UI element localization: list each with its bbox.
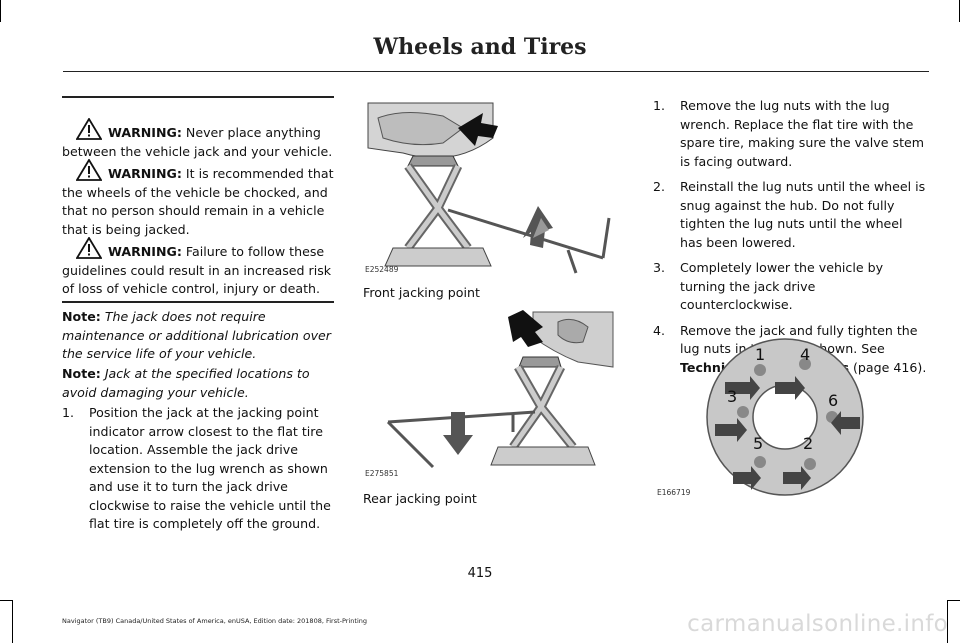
- step-text: Reinstall the lug nuts until the wheel i…: [680, 179, 926, 250]
- note-1: Note: The jack does not require maintena…: [62, 308, 336, 364]
- crop-mark: [12, 600, 13, 643]
- step-item: 1. Position the jack at the jacking point…: [62, 404, 338, 534]
- wheel-hub-illustration: 1 4 3 6 5 2: [706, 338, 864, 496]
- step-number: 4.: [653, 322, 666, 338]
- front-jacking-figure: E252489: [363, 98, 613, 278]
- crop-mark: [0, 0, 1, 22]
- lug-number: 3: [727, 387, 737, 406]
- warning-text: It is recommended that the wheels of the…: [62, 166, 334, 237]
- note-text: Jack at the specified locations to avoid…: [62, 366, 310, 400]
- page-title: Wheels and Tires: [373, 34, 587, 60]
- warning-label: WARNING:: [108, 244, 182, 259]
- warning-label: WARNING:: [108, 125, 182, 140]
- step-number: 3.: [653, 260, 666, 275]
- lug-number: 5: [753, 434, 763, 453]
- step-text: Remove the lug nuts with the lug wrench.…: [680, 98, 925, 169]
- step-number: 2.: [653, 179, 666, 194]
- note-2: Note: Jack at the specified locations to…: [62, 365, 336, 402]
- lug-nut-order-figure: 1 4 3 6 5 2 E166719: [655, 332, 870, 502]
- figure-code: E166719: [657, 488, 691, 497]
- step-text: (page 416).: [849, 359, 927, 375]
- crop-mark: [947, 600, 948, 643]
- warning-triangle-icon: [76, 237, 102, 259]
- lug-number: 1: [755, 345, 765, 364]
- rear-jack-illustration: [386, 310, 614, 469]
- warning-text: Failure to follow these guidelines could…: [62, 244, 332, 296]
- crop-mark: [0, 600, 12, 601]
- lug-number: 4: [800, 345, 810, 364]
- page-number: 415: [467, 566, 493, 581]
- front-figure-caption: Front jacking point: [363, 285, 480, 300]
- watermark: carmanualsonline.info: [687, 611, 948, 637]
- left-steps: 1. Position the jack at the jacking point…: [62, 404, 338, 541]
- step-number: 1.: [62, 405, 75, 420]
- rear-jacking-figure: E275851: [363, 307, 615, 482]
- note-text: The jack does not require maintenance or…: [62, 309, 331, 361]
- note-label: Note:: [62, 366, 101, 381]
- warning-2: WARNING: It is recommended that the whee…: [62, 159, 334, 239]
- warning-box: WARNING: Never place anything between th…: [62, 96, 334, 303]
- front-jack-illustration: [367, 102, 611, 274]
- lug-number: 2: [803, 434, 813, 453]
- header-rule: [63, 71, 929, 72]
- warning-triangle-icon: [76, 159, 102, 181]
- rear-figure-caption: Rear jacking point: [363, 491, 477, 506]
- figure-code: E252489: [365, 265, 399, 274]
- step-text: Completely lower the vehicle by turning …: [680, 260, 884, 312]
- figure-code: E275851: [365, 469, 399, 478]
- note-label: Note:: [62, 309, 101, 324]
- warning-triangle-icon: [76, 118, 102, 140]
- right-steps: 1. Remove the lug nuts with the lug wrenc…: [653, 97, 928, 384]
- step-item: 2. Reinstall the lug nuts until the wheel…: [653, 178, 928, 252]
- step-number: 1.: [653, 98, 666, 113]
- footer-text: Navigator (TB9) Canada/United States of …: [62, 617, 367, 625]
- warning-text: Never place anything between the vehicle…: [62, 125, 333, 159]
- step-text: Position the jack at the jacking point i…: [89, 405, 331, 531]
- warning-3: WARNING: Failure to follow these guideli…: [62, 237, 334, 299]
- warning-label: WARNING:: [108, 166, 182, 181]
- crop-mark: [947, 600, 960, 601]
- step-item: 1. Remove the lug nuts with the lug wrenc…: [653, 97, 928, 171]
- step-item: 3. Completely lower the vehicle by turnin…: [653, 259, 928, 315]
- lug-number: 6: [828, 391, 838, 410]
- warning-1: WARNING: Never place anything between th…: [62, 118, 334, 161]
